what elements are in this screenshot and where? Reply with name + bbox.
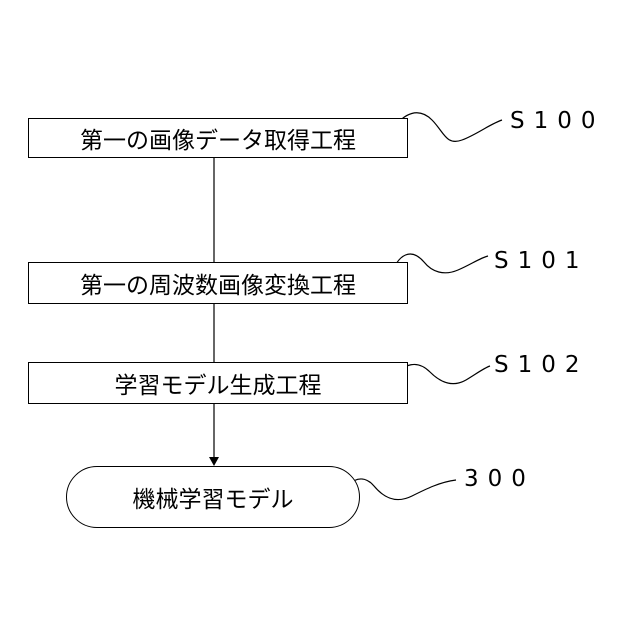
output-label: 機械学習モデル <box>133 480 294 514</box>
flow-arrowhead <box>209 457 219 466</box>
step-label-s101: 第一の周波数画像変換工程 <box>80 266 356 300</box>
ref-label-300: 300 <box>464 468 535 491</box>
step-label-s102: 学習モデル生成工程 <box>115 366 322 400</box>
ref-label-s102: S102 <box>494 354 589 377</box>
output-terminal: 機械学習モデル <box>66 466 360 528</box>
ref-label-s101: S101 <box>494 250 589 273</box>
step-box-s102: 学習モデル生成工程 <box>28 362 408 404</box>
step-label-s100: 第一の画像データ取得工程 <box>80 121 356 155</box>
step-box-s100: 第一の画像データ取得工程 <box>28 118 408 158</box>
ref-label-s100: S100 <box>510 110 605 133</box>
step-box-s101: 第一の周波数画像変換工程 <box>28 262 408 304</box>
